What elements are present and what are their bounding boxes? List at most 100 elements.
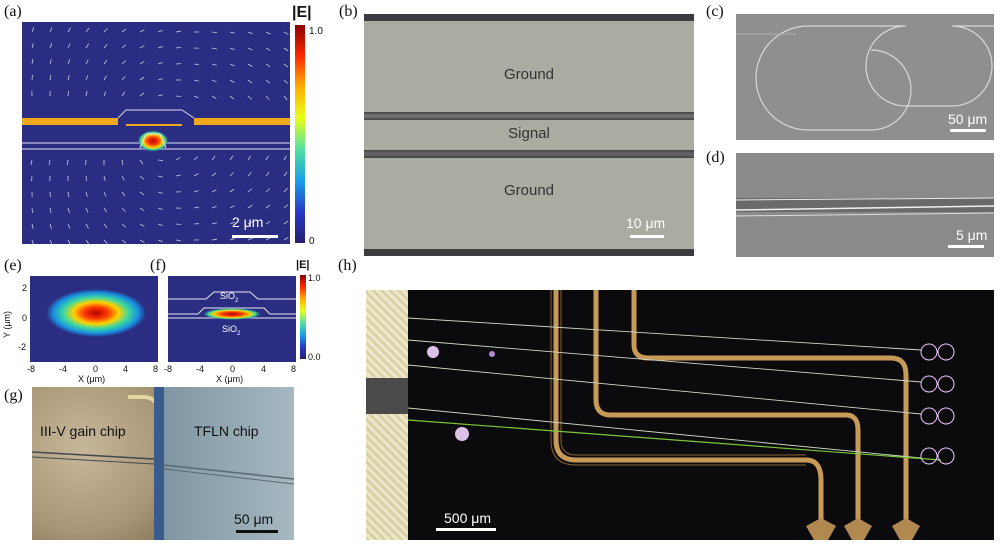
scale-bar: [630, 235, 664, 238]
field-arrow: [283, 47, 289, 52]
field-arrow: [103, 223, 108, 229]
field-arrow: [193, 63, 200, 65]
field-arrow: [157, 94, 163, 97]
field-arrow: [103, 59, 108, 65]
field-arrow: [67, 207, 70, 213]
field-arrow: [229, 205, 235, 209]
gap-top: [364, 14, 694, 21]
field-arrow: [49, 43, 53, 49]
sem-waveguides: 5 μm: [736, 153, 994, 257]
field-arrow: [67, 43, 71, 49]
gap-upper: [364, 112, 694, 120]
field-arrow: [85, 59, 89, 65]
panel-label-f: (f): [150, 257, 166, 274]
field-arrow: [247, 171, 252, 177]
field-arrow: [67, 27, 71, 33]
field-arrow: [49, 75, 52, 81]
field-arrow: [157, 46, 163, 49]
field-arrow: [121, 239, 127, 244]
field-arrow: [175, 95, 182, 97]
field-arrow: [31, 27, 35, 33]
field-arrow: [66, 159, 69, 166]
field-arrow: [139, 92, 145, 97]
field-arrow: [193, 206, 199, 209]
field-arrow: [283, 188, 288, 193]
y-tick: 2: [22, 283, 28, 293]
field-arrow: [247, 188, 253, 193]
field-arrow: [139, 223, 145, 227]
field-arrow: [139, 29, 145, 33]
y-tick: -2: [18, 342, 27, 352]
field-arrow: [265, 95, 270, 100]
field-arrow: [211, 79, 217, 83]
field-arrow: [121, 175, 125, 181]
field-arrow: [157, 207, 163, 210]
field-arrow: [121, 159, 124, 165]
device-photo: 500 μm: [366, 290, 994, 540]
field-arrow: [139, 207, 145, 212]
x-tick: 4: [123, 364, 129, 374]
field-arrow: [121, 60, 126, 65]
colorbar-max: 1.0: [309, 26, 323, 37]
colorbar-min: 0.0: [308, 352, 321, 362]
ground-top-label: Ground: [503, 66, 555, 83]
center-electrode: [126, 124, 182, 126]
field-arrow: [283, 79, 288, 84]
scale-label: 50 μm: [234, 511, 274, 527]
field-arrow: [85, 207, 89, 213]
gap-bottom: [364, 249, 694, 256]
field-arrow: [103, 91, 107, 97]
field-arrow: [67, 191, 70, 197]
field-arrow: [247, 237, 253, 241]
field-arrow: [103, 175, 106, 181]
field-arrow: [103, 75, 107, 81]
field-arrow: [85, 91, 88, 97]
field-arrow: [247, 31, 253, 35]
field-arrow: [139, 159, 144, 165]
field-arrow: [85, 43, 90, 49]
ground-bottom-label: Ground: [503, 182, 555, 199]
field-arrow: [121, 28, 127, 33]
field-arrow: [283, 155, 287, 161]
field-arrow: [121, 191, 126, 197]
field-arrow: [67, 75, 70, 81]
field-arrow: [247, 63, 253, 67]
field-arrow: [247, 47, 253, 51]
field-arrow: [193, 79, 199, 82]
x-tick: 4: [261, 364, 267, 374]
field-arrow: [265, 63, 271, 68]
mode-plot-f: [168, 291, 296, 320]
colorbar-min: 0: [309, 236, 315, 247]
field-arrow: [211, 95, 217, 99]
field-simulation-plot: [22, 27, 290, 244]
scale-bar: [948, 245, 984, 248]
field-simulation-panel: 2 μm: [22, 22, 290, 244]
field-arrow: [247, 221, 253, 225]
field-arrow: [265, 188, 270, 193]
field-arrow: [67, 223, 71, 229]
field-arrow: [67, 59, 71, 65]
field-arrow: [265, 171, 270, 177]
field-arrow: [31, 207, 34, 214]
x-tick: 0: [230, 364, 236, 374]
field-arrow: [211, 189, 217, 193]
x-tick: -4: [59, 364, 68, 374]
field-arrow: [247, 155, 252, 161]
mode-plot-e: [46, 289, 146, 337]
panel-label-b: (b): [339, 3, 358, 20]
field-arrow: [193, 95, 199, 99]
field-arrow: [49, 223, 52, 229]
field-arrow: [31, 43, 34, 49]
field-arrow: [31, 59, 34, 65]
field-arrow: [193, 190, 199, 193]
field-arrow: [139, 175, 145, 180]
field-arrow: [175, 239, 182, 242]
field-arrow: [193, 173, 199, 177]
field-arrow: [229, 238, 235, 241]
field-arrow: [85, 239, 90, 244]
field-arrow: [211, 238, 217, 241]
x-tick: 8: [291, 364, 297, 374]
field-arrow: [211, 172, 217, 177]
scale-bar: [236, 530, 278, 533]
field-arrow: [85, 175, 87, 182]
